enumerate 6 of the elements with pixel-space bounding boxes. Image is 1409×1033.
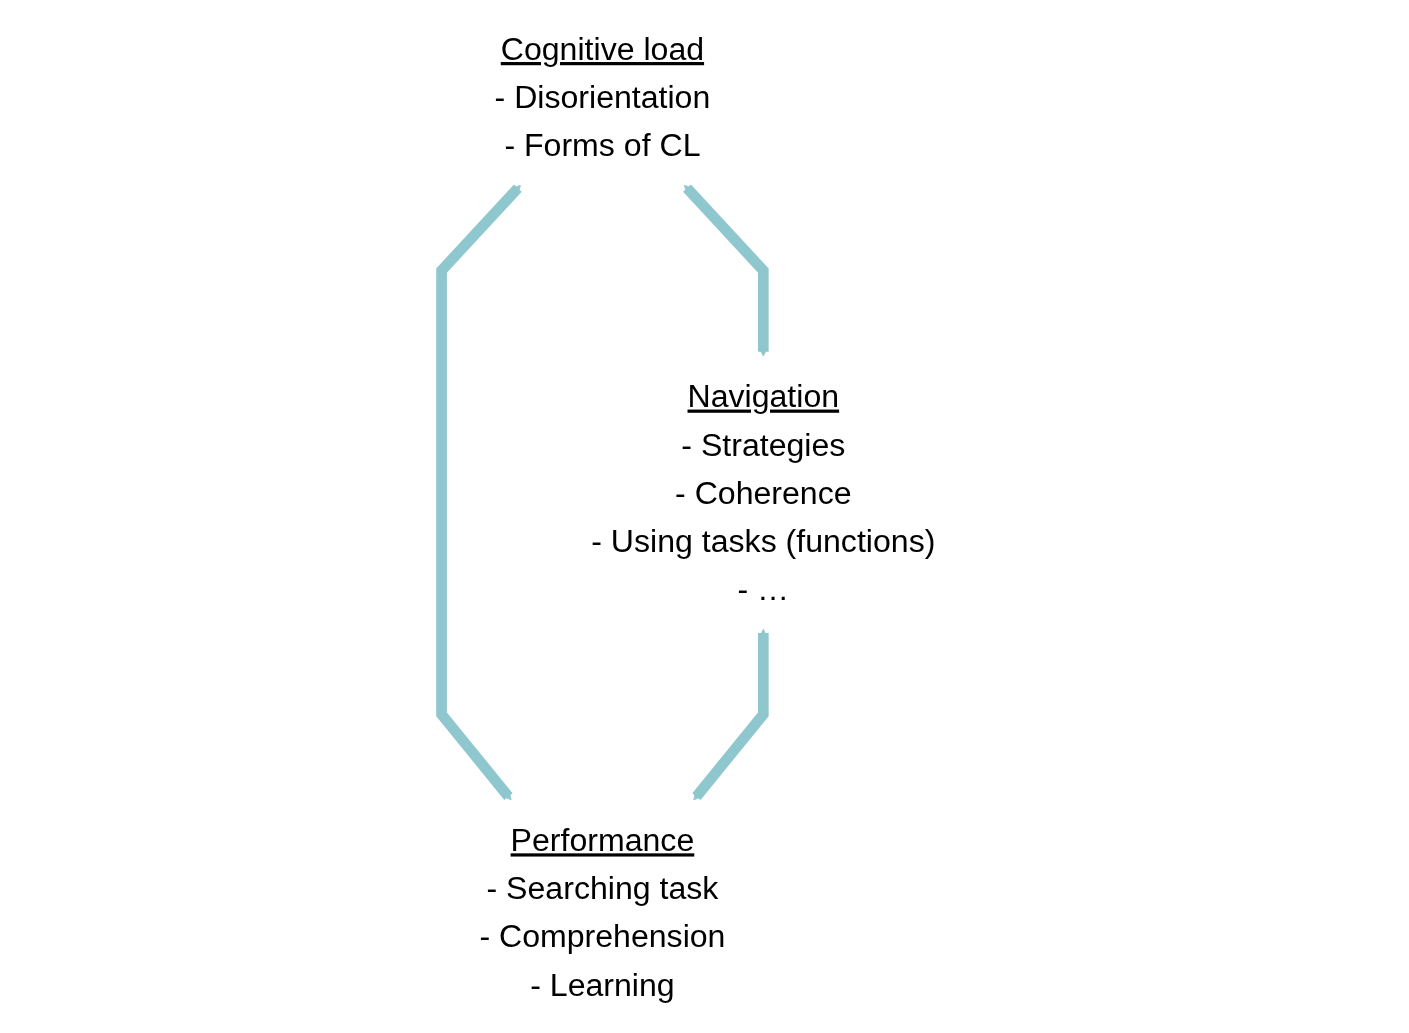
node-text: Performance - Searching task - Comprehension - Learning (479, 822, 726, 1002)
node-text: Cognitive load - Disorientation - Forms of CL (494, 31, 711, 163)
node-text: Navigation - Strategies - Coherence - Using tasks (functions) - … (591, 378, 936, 607)
arrow (683, 184, 769, 357)
arrow (436, 184, 522, 801)
arrow (692, 628, 769, 801)
